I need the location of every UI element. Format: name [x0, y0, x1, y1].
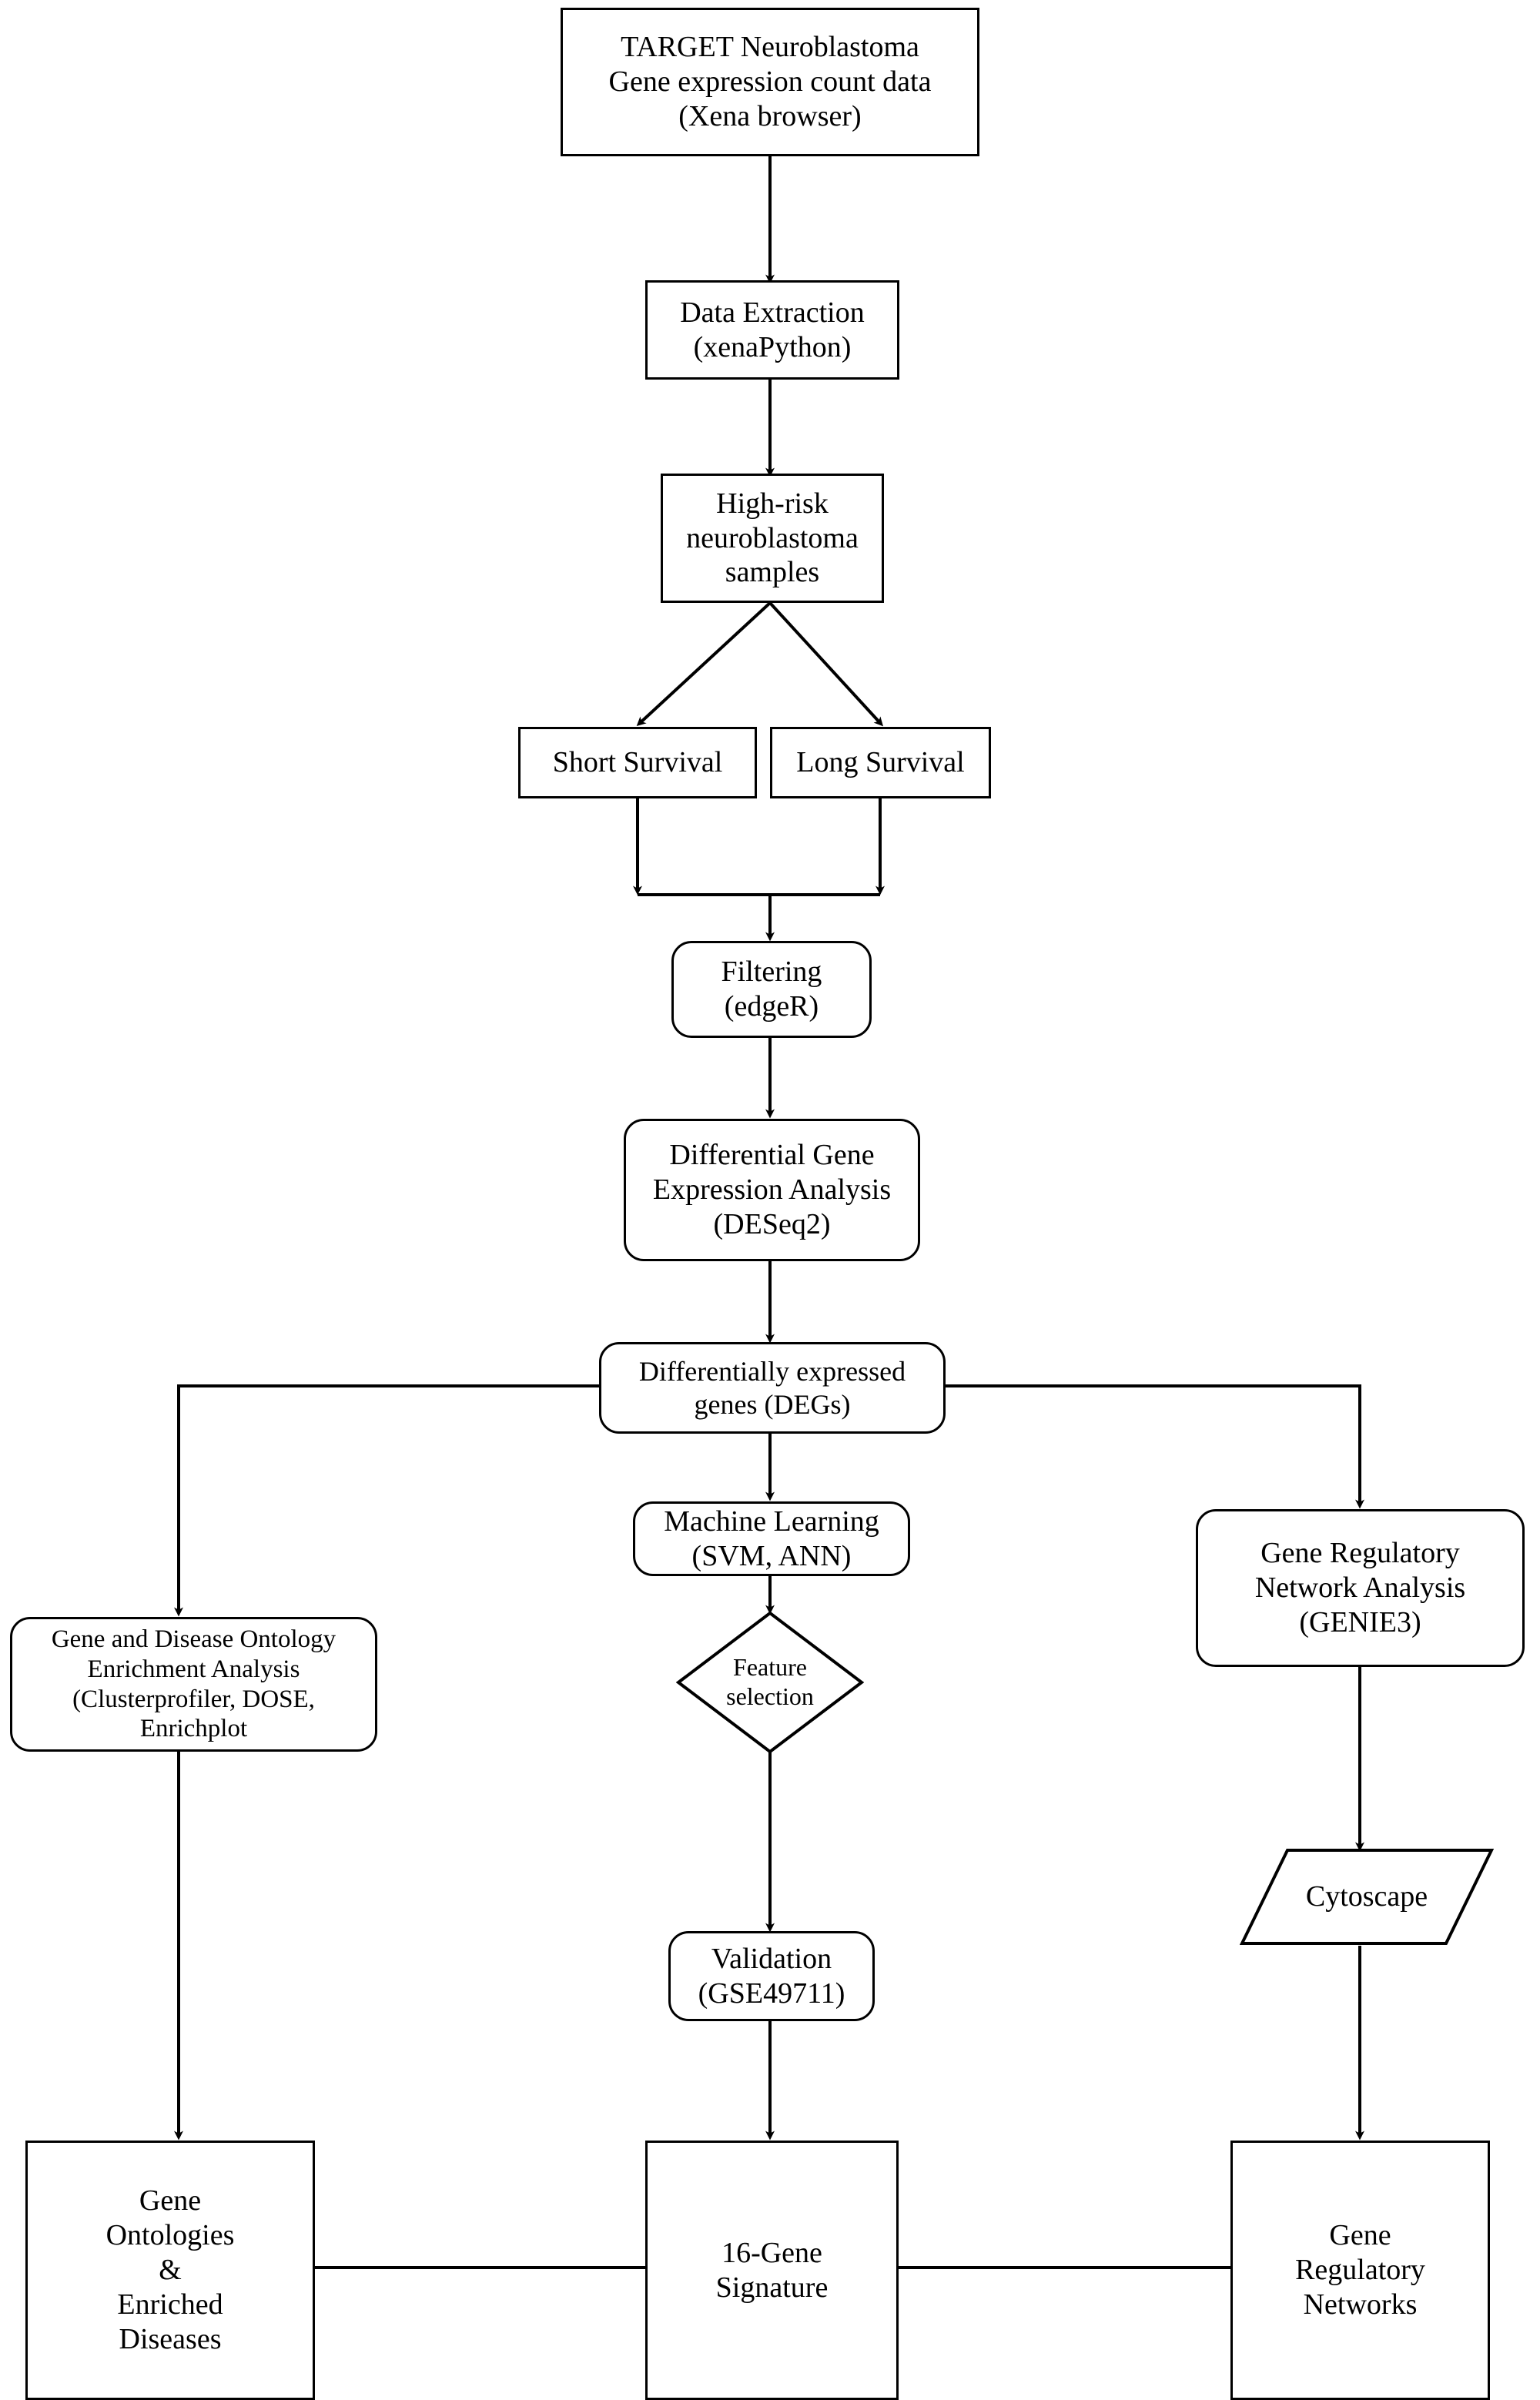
node-cytoscape[interactable]: Cytoscape	[1240, 1848, 1494, 1946]
edge-samples-to-long	[768, 601, 884, 727]
node-long-survival[interactable]: Long Survival	[770, 727, 991, 798]
node-high-risk-samples-label: High-risk neuroblastoma samples	[686, 487, 859, 589]
node-long-survival-label: Long Survival	[796, 746, 965, 779]
edge-degs-to-ontology	[174, 1384, 599, 1617]
node-gene-signature-result[interactable]: 16-Gene Signature	[645, 2141, 899, 2400]
node-dge-analysis-label: Differential Gene Expression Analysis (D…	[652, 1139, 892, 1240]
node-data-extraction-label: Data Extraction (xenaPython)	[680, 296, 865, 363]
node-validation-label: Validation (GSE49711)	[698, 1942, 845, 2010]
node-feature-selection-label: Feature selection	[726, 1653, 814, 1710]
node-short-survival[interactable]: Short Survival	[518, 727, 757, 798]
node-grn-result-label: Gene Regulatory Networks	[1295, 2219, 1425, 2321]
node-grn-analysis[interactable]: Gene Regulatory Network Analysis (GENIE3…	[1196, 1509, 1525, 1667]
parallelogram-shape	[1240, 1849, 1494, 1945]
node-source-data[interactable]: TARGET Neuroblastoma Gene expression cou…	[561, 8, 979, 156]
node-machine-learning-label: Machine Learning (SVM, ANN)	[664, 1505, 879, 1572]
edge-samples-to-short	[636, 601, 772, 727]
node-cytoscape-label: Cytoscape	[1305, 1880, 1428, 1913]
node-ontology-enrichment[interactable]: Gene and Disease Ontology Enrichment Ana…	[10, 1617, 377, 1752]
node-gene-signature-result-label: 16-Gene Signature	[715, 2236, 829, 2304]
node-filtering-label: Filtering (edgeR)	[721, 956, 822, 1023]
node-degs-label: Differentially expressed genes (DEGs)	[638, 1356, 906, 1420]
node-ontology-enrichment-label: Gene and Disease Ontology Enrichment Ana…	[51, 1625, 336, 1743]
edge-degs-to-grn	[941, 1384, 1364, 1509]
node-data-extraction[interactable]: Data Extraction (xenaPython)	[645, 280, 899, 380]
node-grn-analysis-label: Gene Regulatory Network Analysis (GENIE3…	[1254, 1537, 1466, 1638]
node-gene-ontologies-result[interactable]: Gene Ontologies & Enriched Diseases	[25, 2141, 315, 2400]
node-degs[interactable]: Differentially expressed genes (DEGs)	[599, 1342, 946, 1434]
node-machine-learning[interactable]: Machine Learning (SVM, ANN)	[633, 1501, 910, 1576]
node-gene-ontologies-result-label: Gene Ontologies & Enriched Diseases	[105, 2184, 235, 2355]
node-dge-analysis[interactable]: Differential Gene Expression Analysis (D…	[624, 1119, 920, 1261]
node-feature-selection[interactable]: Feature selection	[676, 1611, 864, 1754]
node-short-survival-label: Short Survival	[552, 746, 723, 779]
node-high-risk-samples[interactable]: High-risk neuroblastoma samples	[661, 474, 884, 603]
node-grn-result[interactable]: Gene Regulatory Networks	[1230, 2141, 1490, 2400]
node-validation[interactable]: Validation (GSE49711)	[668, 1931, 875, 2021]
node-filtering[interactable]: Filtering (edgeR)	[671, 941, 872, 1038]
node-source-data-label: TARGET Neuroblastoma Gene expression cou…	[608, 31, 932, 132]
